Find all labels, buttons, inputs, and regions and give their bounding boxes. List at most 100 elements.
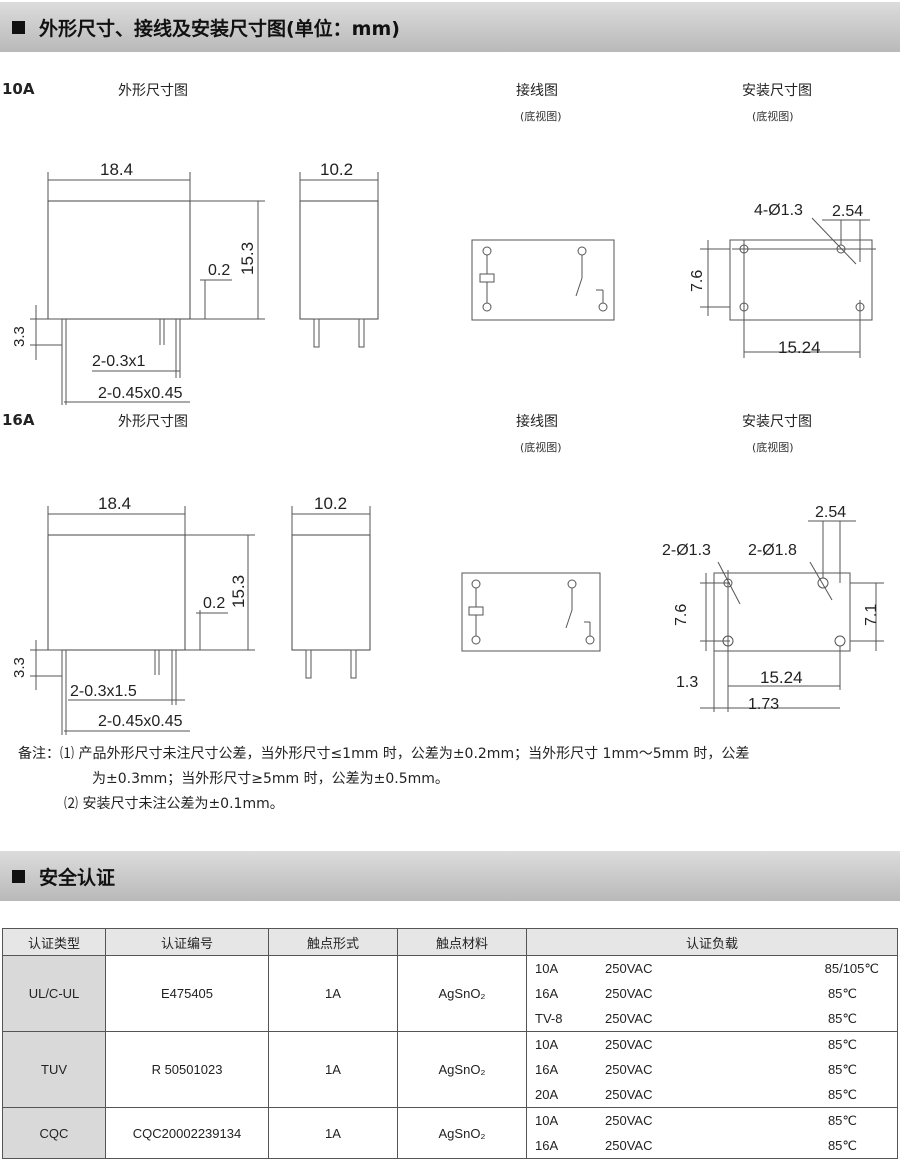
load-current: 10A <box>535 961 559 976</box>
load-temp: 85℃ <box>827 1112 857 1128</box>
dim-pitch: 2.54 <box>832 203 863 220</box>
load-voltage: 250VAC <box>605 1113 653 1128</box>
dim-hole2: 2-Ø1.8 <box>748 542 797 559</box>
cert-number: CQC20002239134 <box>105 1107 269 1159</box>
row-label-16a: 16A <box>2 411 35 429</box>
load-temp: 85℃ <box>827 985 857 1001</box>
wiring-label: 接线图 <box>516 414 558 430</box>
section-header-certification: 安全认证 <box>0 851 900 901</box>
cert-type: CQC <box>2 1107 106 1159</box>
load-voltage: 250VAC <box>605 986 653 1001</box>
square-bullet-icon <box>12 20 25 34</box>
notes: 备注：⑴ 产品外形尺寸未注尺寸公差，当外形尺寸≤1mm 时，公差为±0.2mm；… <box>18 742 749 817</box>
wiring-diagram-10a <box>471 239 615 321</box>
dim-width: 18.4 <box>100 160 133 179</box>
dim-pin: 3.3 <box>11 657 28 678</box>
load-temp: 85℃ <box>827 1137 857 1153</box>
notes-prefix: 备注： <box>18 746 60 762</box>
outline-label: 外形尺寸图 <box>118 83 188 99</box>
load-voltage: 250VAC <box>605 1011 653 1026</box>
col-header-form: 触点形式 <box>268 928 398 956</box>
contact-form: 1A <box>268 955 398 1032</box>
dim-pin2: 2-0.45x0.45 <box>98 385 183 402</box>
dim-vspace2: 7.1 <box>863 604 880 626</box>
load-voltage: 250VAC <box>605 1138 653 1153</box>
note-1-continued: 为±0.3mm；当外形尺寸≥5mm 时，公差为±0.5mm。 <box>92 771 449 787</box>
mount-sublabel: (底视图) <box>752 441 794 454</box>
load-current: 16A <box>535 1062 559 1077</box>
dim-b1: 1.3 <box>676 674 698 691</box>
outline-label: 外形尺寸图 <box>118 414 188 430</box>
load-voltage: 250VAC <box>605 1087 653 1102</box>
load-voltage: 250VAC <box>605 961 653 976</box>
square-bullet-icon <box>12 869 25 883</box>
outline-front-16a: 18.4 15.3 0.2 3.3 2-0.3x1.5 2-0.45x0.45 <box>11 494 255 735</box>
mount-diagram-16a: 2-Ø1.3 2-Ø1.8 2.54 7.6 7.1 15.24 1.3 1.7… <box>662 504 884 713</box>
dim-pin: 3.3 <box>11 326 28 347</box>
section-header-dimensions: 外形尺寸、接线及安装尺寸图(单位：mm) <box>0 2 900 52</box>
load-current: 16A <box>535 986 559 1001</box>
mount-diagram-10a: 4-Ø1.3 2.54 7.6 15.24 <box>689 202 876 358</box>
load-line: 16A 250VAC 85℃ <box>527 981 897 1006</box>
load-temp: 85℃ <box>827 1010 857 1026</box>
mount-label: 安装尺寸图 <box>742 83 812 99</box>
load-line: 10A 250VAC 85℃ <box>527 1108 897 1133</box>
load-temp: 85℃ <box>827 1036 857 1052</box>
load-line: 16A 250VAC 85℃ <box>527 1133 897 1158</box>
wiring-label: 接线图 <box>516 83 558 99</box>
certification-table: 认证类型 认证编号 触点形式 触点材料 认证负载 UL/C-UL E475405… <box>2 928 898 1159</box>
load-cell: 10A 250VAC 85℃ 16A 250VAC 85℃ <box>526 1107 898 1159</box>
row-label-10a: 10A <box>2 80 35 98</box>
cert-number: R 50501023 <box>105 1031 269 1108</box>
contact-material: AgSnO₂ <box>397 955 527 1032</box>
dim-pin2: 2-0.45x0.45 <box>98 713 183 730</box>
col-header-type: 认证类型 <box>2 928 106 956</box>
dim-gap: 0.2 <box>208 262 230 279</box>
load-current: 10A <box>535 1037 559 1052</box>
dim-depth: 10.2 <box>314 494 347 513</box>
load-voltage: 250VAC <box>605 1062 653 1077</box>
load-voltage: 250VAC <box>605 1037 653 1052</box>
load-current: 10A <box>535 1113 559 1128</box>
dim-hspace: 15.24 <box>778 338 821 357</box>
note-1-text: 产品外形尺寸未注尺寸公差，当外形尺寸≤1mm 时，公差为±0.2mm；当外形尺寸… <box>78 746 750 762</box>
dim-pitch: 2.54 <box>815 504 846 521</box>
cert-type: TUV <box>2 1031 106 1108</box>
load-temp: 85℃ <box>827 1086 857 1102</box>
load-current: 20A <box>535 1087 559 1102</box>
dim-hole1: 2-Ø1.3 <box>662 542 711 559</box>
load-current: 16A <box>535 1138 559 1153</box>
col-header-number: 认证编号 <box>105 928 269 956</box>
dim-depth: 10.2 <box>320 160 353 179</box>
dim-hspace: 15.24 <box>760 668 803 687</box>
dim-pin1: 2-0.3x1.5 <box>70 683 137 700</box>
technical-drawings: 18.4 15.3 0.2 3.3 2-0.3x1 2-0.45x0.45 10… <box>11 160 884 735</box>
dim-holes: 4-Ø1.3 <box>754 202 803 219</box>
note-2-text: 安装尺寸未注公差为±0.1mm。 <box>82 796 284 812</box>
wiring-diagram-16a <box>461 572 601 652</box>
dim-gap: 0.2 <box>203 595 225 612</box>
dim-b2: 1.73 <box>748 696 779 713</box>
dim-height: 15.3 <box>238 242 257 275</box>
load-cell: 10A 250VAC 85℃ 16A 250VAC 85℃ 20A 250VAC 85℃ <box>526 1031 898 1108</box>
contact-form: 1A <box>268 1107 398 1159</box>
section-title: 安全认证 <box>39 866 116 889</box>
contact-material: AgSnO₂ <box>397 1031 527 1108</box>
table-header-row: 认证类型 认证编号 触点形式 触点材料 认证负载 <box>2 928 898 956</box>
wiring-sublabel: (底视图) <box>520 441 562 454</box>
dim-vspace: 7.6 <box>689 270 706 292</box>
dim-height: 15.3 <box>229 575 248 608</box>
load-line: 16A 250VAC 85℃ <box>527 1057 897 1082</box>
col-header-load: 认证负载 <box>526 928 898 956</box>
load-line: 20A 250VAC 85℃ <box>527 1082 897 1107</box>
load-line: 10A 250VAC 85℃ <box>527 1032 897 1057</box>
outline-side-16a: 10.2 <box>291 494 371 679</box>
outline-front-10a: 18.4 15.3 0.2 3.3 2-0.3x1 2-0.45x0.45 <box>11 160 265 405</box>
wiring-sublabel: (底视图) <box>520 110 562 123</box>
note-1-mark: ⑴ <box>60 746 74 762</box>
load-temp: 85℃ <box>827 1061 857 1077</box>
